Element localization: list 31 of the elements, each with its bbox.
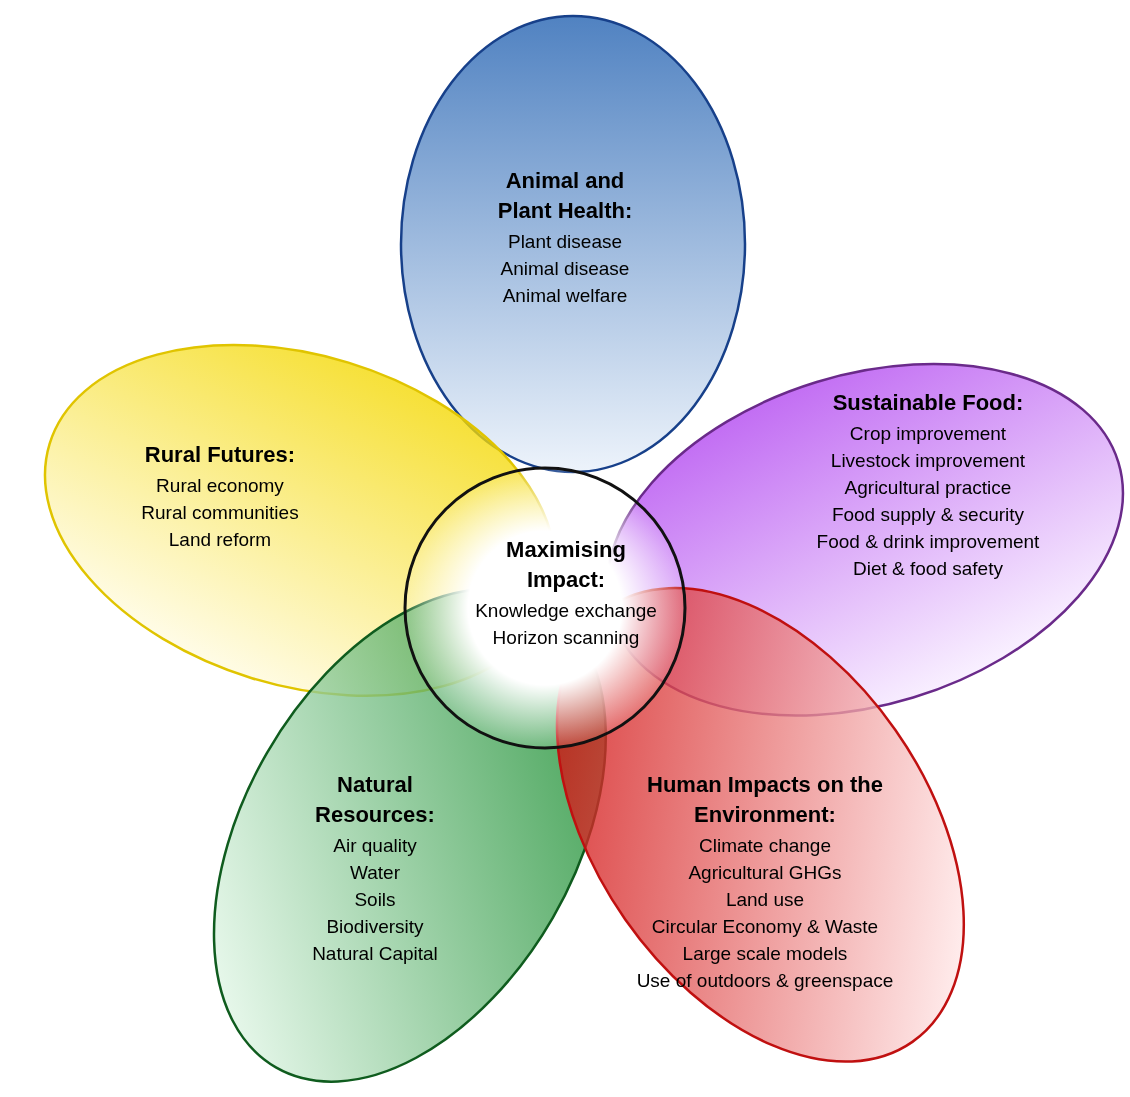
petal-heading: Sustainable Food:	[832, 389, 1024, 417]
topic-item: Natural Capital	[312, 942, 438, 966]
topic-item: Water	[350, 861, 400, 885]
topic-item: Air quality	[333, 834, 417, 858]
topic-item: Animal disease	[500, 257, 630, 281]
topic-item: Food & drink improvement	[816, 530, 1040, 554]
topic-item: Knowledge exchange	[475, 599, 657, 623]
topic-item: Horizon scanning	[492, 626, 640, 650]
topic-item: Soils	[354, 888, 396, 912]
topic-item: Animal welfare	[502, 284, 628, 308]
topic-item: Diet & food safety	[853, 557, 1003, 581]
topic-item: Agricultural practice	[844, 476, 1012, 500]
topic-item: Large scale models	[682, 942, 848, 966]
petal-heading: Human Impacts on the Environment:	[646, 771, 884, 829]
topic-item: Land reform	[168, 528, 272, 552]
topic-item: Crop improvement	[849, 422, 1007, 446]
petal-heading: Animal and Plant Health:	[496, 167, 634, 225]
petal-heading: Maximising Impact:	[505, 536, 627, 594]
topic-item: Climate change	[698, 834, 831, 858]
topic-item: Use of outdoors & greenspace	[636, 969, 894, 993]
topic-item: Livestock improvement	[830, 449, 1026, 473]
topic-item: Food supply & security	[831, 503, 1025, 527]
topic-item: Land use	[725, 888, 805, 912]
topic-item: Agricultural GHGs	[688, 861, 842, 885]
topic-item: Circular Economy & Waste	[651, 915, 879, 939]
topic-item: Rural economy	[156, 474, 284, 498]
topic-item: Rural communities	[141, 501, 299, 525]
petal-heading: Natural Resources:	[314, 771, 436, 829]
topic-item: Biodiversity	[326, 915, 424, 939]
petal-heading: Rural Futures:	[144, 441, 296, 469]
topic-item: Plant disease	[507, 230, 623, 254]
